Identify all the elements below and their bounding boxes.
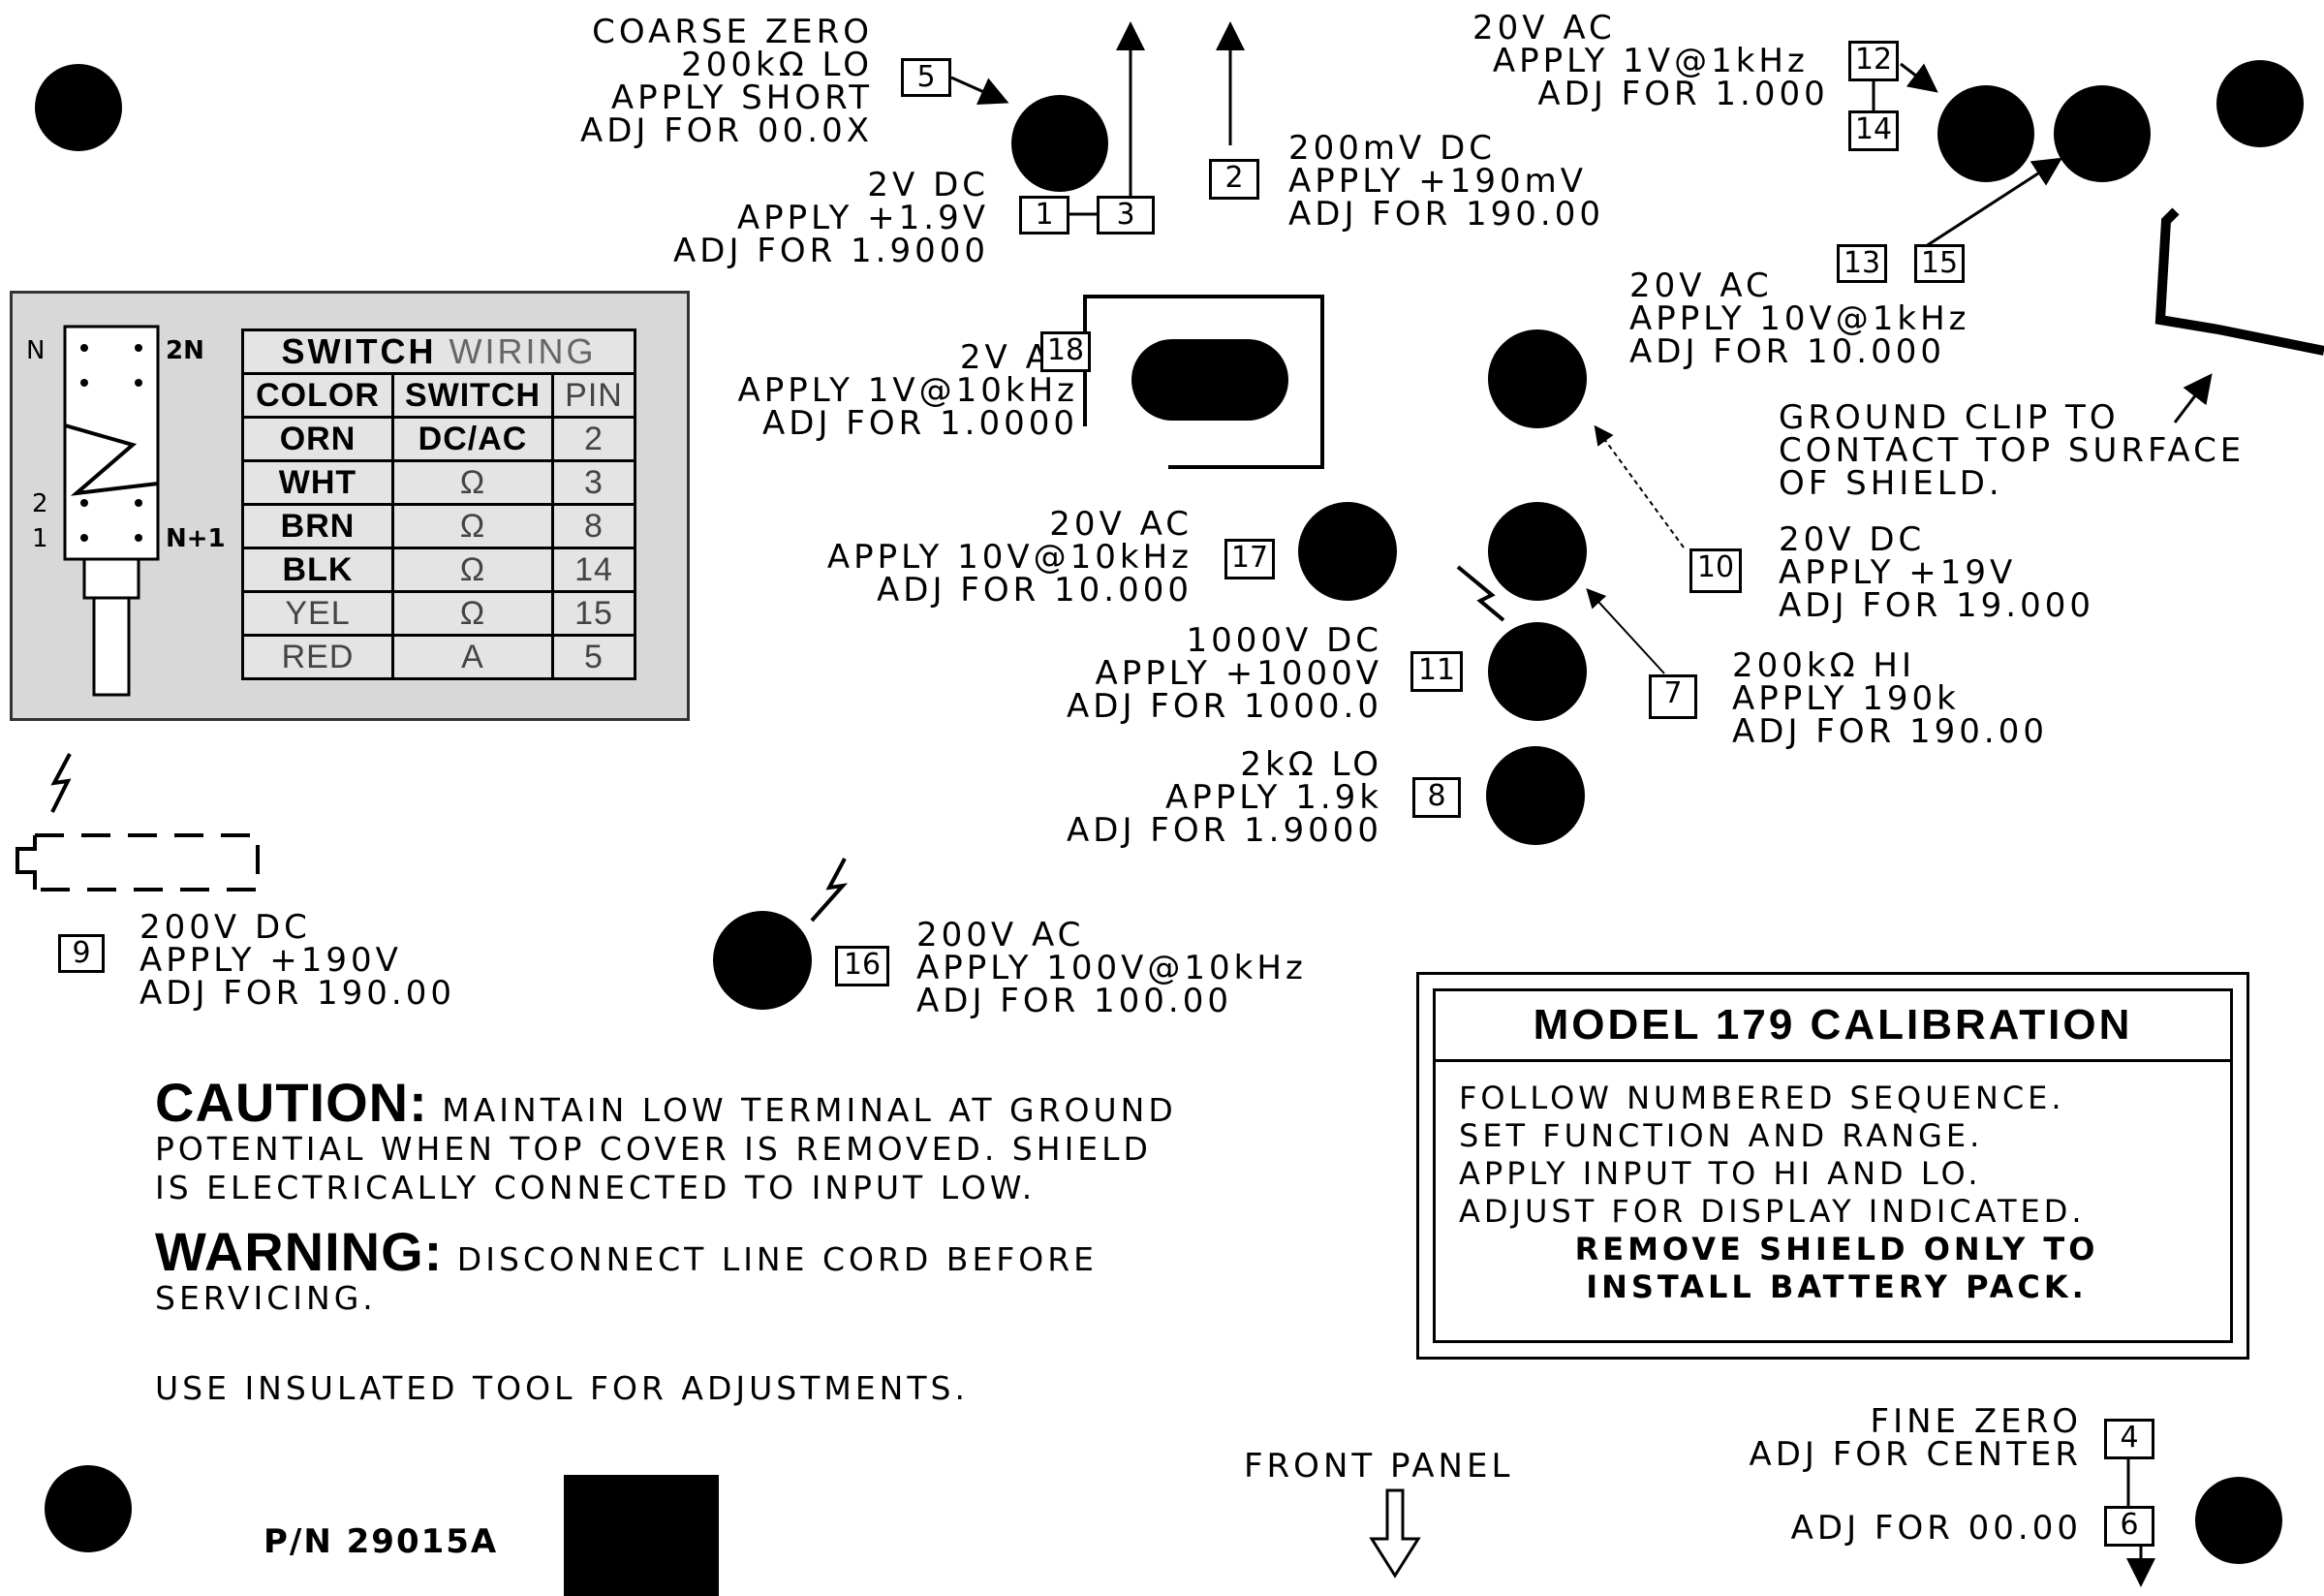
arrow-step-10: [1594, 424, 1685, 548]
pin-label-n: N: [26, 336, 46, 365]
step-16-badge: 16: [835, 946, 889, 986]
mounting-hole: [45, 1465, 132, 1552]
mounting-hole: [2216, 60, 2304, 147]
caution-note: CAUTION: MAINTAIN LOW TERMINAL AT GROUND…: [155, 1072, 1177, 1207]
step-6-label: ADJ FOR 00.00: [1790, 1509, 2082, 1548]
pot-step-10[interactable]: [1488, 329, 1587, 428]
battery-terminal: [15, 835, 37, 890]
pot-step-12[interactable]: [1937, 85, 2034, 182]
pot-step-11[interactable]: [1488, 622, 1587, 721]
part-number: P/N 29015A: [263, 1522, 499, 1561]
calibration-instructions: MODEL 179 CALIBRATION FOLLOW NUMBERED SE…: [1416, 972, 2249, 1360]
switch-diagram: [63, 325, 160, 697]
pin-label-1: 1: [32, 524, 48, 553]
arrow-step-5: [950, 76, 1009, 105]
pot-step-15[interactable]: [2054, 85, 2151, 182]
hv-bolt-icon: [50, 753, 72, 813]
step-2-badge: 2: [1209, 159, 1259, 200]
step-12-badge: 12: [1848, 41, 1899, 81]
pot-step-7[interactable]: [1488, 502, 1587, 601]
step-10-badge: 10: [1689, 548, 1742, 593]
calibration-title: MODEL 179 CALIBRATION: [1436, 991, 2230, 1062]
pot-step-17[interactable]: [1298, 502, 1397, 601]
step-6-badge: 6: [2104, 1506, 2154, 1547]
pin-label-2n: 2N: [166, 336, 204, 365]
arrow-step-12: [1900, 62, 1938, 93]
front-panel-label: FRONT PANEL: [1244, 1447, 1514, 1486]
insulated-tool-note: USE INSULATED TOOL FOR ADJUSTMENTS.: [155, 1369, 969, 1407]
mounting-hole: [35, 64, 122, 151]
arrow-ground-clip: [2173, 373, 2213, 423]
pot-step-18-trimmer[interactable]: [1131, 339, 1288, 421]
pin-label-2: 2: [32, 489, 48, 518]
step-8-badge: 8: [1412, 777, 1461, 818]
step-15-badge: 15: [1914, 244, 1965, 283]
battery-outline: [35, 833, 260, 892]
step-14-badge: 14: [1848, 110, 1899, 151]
shield-edge: [2154, 207, 2324, 356]
hv-bolt-icon: [1456, 565, 1505, 622]
pot-step-16[interactable]: [713, 911, 812, 1010]
pin-label-n1: N+1: [166, 524, 226, 553]
pot-coarse-zero[interactable]: [1011, 95, 1108, 192]
mounting-hole: [2195, 1477, 2282, 1564]
step-4-badge: 4: [2104, 1419, 2154, 1459]
step-17-badge: 17: [1224, 539, 1275, 579]
step-18-badge: 18: [1040, 331, 1091, 372]
step-3-badge: 3: [1097, 196, 1155, 235]
step-5-badge: 5: [901, 58, 951, 97]
step-13-badge: 13: [1837, 244, 1887, 283]
step-11-badge: 11: [1410, 651, 1463, 692]
front-panel-arrow-icon: [1369, 1488, 1421, 1579]
warning-note: WARNING: DISCONNECT LINE CORD BEFORE SER…: [155, 1221, 1099, 1318]
step-1-badge: 1: [1019, 196, 1069, 235]
arrow-step-7: [1586, 588, 1665, 674]
pot-step-8[interactable]: [1486, 746, 1585, 845]
step-7-badge: 7: [1649, 674, 1697, 719]
hv-bolt-icon: [810, 858, 849, 923]
black-block: [564, 1475, 719, 1596]
arrow-step-15: [1922, 157, 2063, 250]
step-9-badge: 9: [58, 934, 105, 973]
